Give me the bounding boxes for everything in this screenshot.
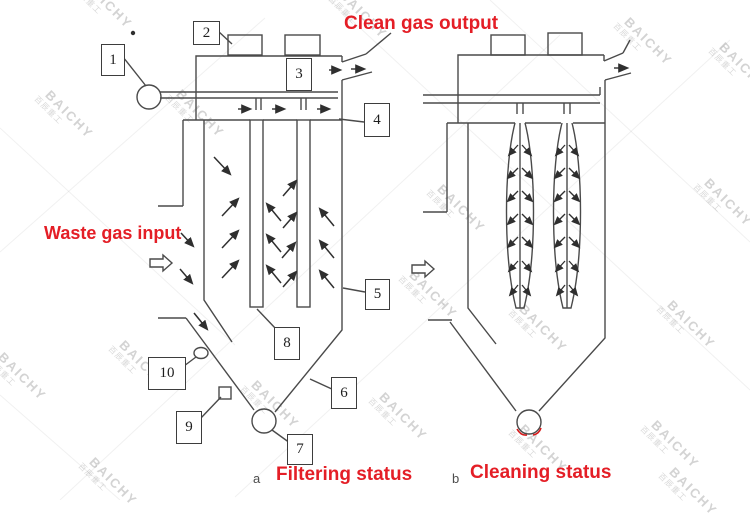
filter-bag-a2 (296, 119, 311, 308)
inlet-baffle-a (203, 120, 233, 343)
plenum-a (195, 55, 342, 120)
filter-unit-b (411, 32, 632, 436)
reference-dot (130, 30, 136, 36)
figure-b-letter: b (452, 471, 460, 486)
inflated-bag-b1 (505, 122, 535, 309)
callout-box-1: 1 (101, 44, 125, 76)
hopper-left-wall-b (449, 321, 517, 412)
outlet-duct-b (603, 39, 632, 81)
callout10-leader (183, 356, 197, 367)
callout-box-7: 7 (287, 434, 313, 465)
callout-box-3: 3 (286, 58, 312, 91)
inflated-bag-b2 (552, 122, 582, 309)
roof-box-b1 (490, 34, 526, 56)
casing-right-wall-b (538, 80, 606, 412)
vibrator-symbol (193, 346, 209, 360)
filter-bag-a1 (249, 119, 264, 308)
figure-a-letter: a (253, 471, 261, 486)
callout-box-9: 9 (176, 411, 202, 444)
inlet-flow-arrow-a (149, 253, 174, 273)
discharge-valve-circle-a (251, 408, 277, 434)
diagram-linework (0, 0, 750, 500)
callout2-leader (217, 30, 233, 45)
callout4-leader (338, 118, 365, 123)
level-indicator-symbol (218, 386, 232, 400)
red-mark-left (516, 428, 528, 436)
blowpipe (160, 91, 338, 99)
pulse-air-valve-circle (136, 84, 162, 110)
roof-box-a1 (227, 34, 263, 56)
callout-box-4: 4 (364, 103, 390, 137)
callout9-leader (199, 396, 222, 420)
outlet-duct-a (341, 32, 392, 81)
callout1-leader (122, 56, 147, 87)
waste-gas-input-label: Waste gas input (44, 223, 182, 243)
filter-unit-a (122, 30, 392, 444)
callout-box-10: 10 (148, 357, 186, 390)
roof-box-b2 (547, 32, 583, 56)
cleaning-status-caption: Cleaning status (470, 462, 612, 483)
tube-sheet-pipe-b (423, 87, 601, 104)
roof-box-a2 (284, 34, 321, 56)
background-lattice (0, 0, 750, 500)
callout-box-5: 5 (365, 279, 390, 310)
inlet-baffle-b (467, 123, 497, 345)
callout-box-2: 2 (193, 21, 220, 45)
nozzles-a (255, 98, 307, 110)
red-mark-right (532, 427, 542, 436)
nozzles-b (516, 103, 571, 114)
inlet-flow-arrow-b (411, 259, 436, 279)
plenum-b (457, 54, 604, 123)
pulse-cleaning-arrows (506, 144, 581, 297)
inlet-duct-a (158, 205, 186, 319)
callout-box-8: 8 (274, 327, 300, 360)
inlet-duct-b (423, 211, 452, 321)
clean-gas-output-label: Clean gas output (344, 13, 499, 34)
hopper-left-wall-a (185, 317, 255, 411)
callout-box-6: 6 (331, 377, 357, 409)
callout6-leader (309, 378, 335, 391)
casing-right-wall-a (274, 80, 343, 413)
filtering-status-caption: Filtering status (276, 464, 413, 485)
callout5-leader (342, 287, 366, 293)
callout8-leader (256, 308, 277, 330)
filtering-flow-arrows (179, 156, 335, 331)
discharge-valve-circle-b (516, 409, 542, 435)
